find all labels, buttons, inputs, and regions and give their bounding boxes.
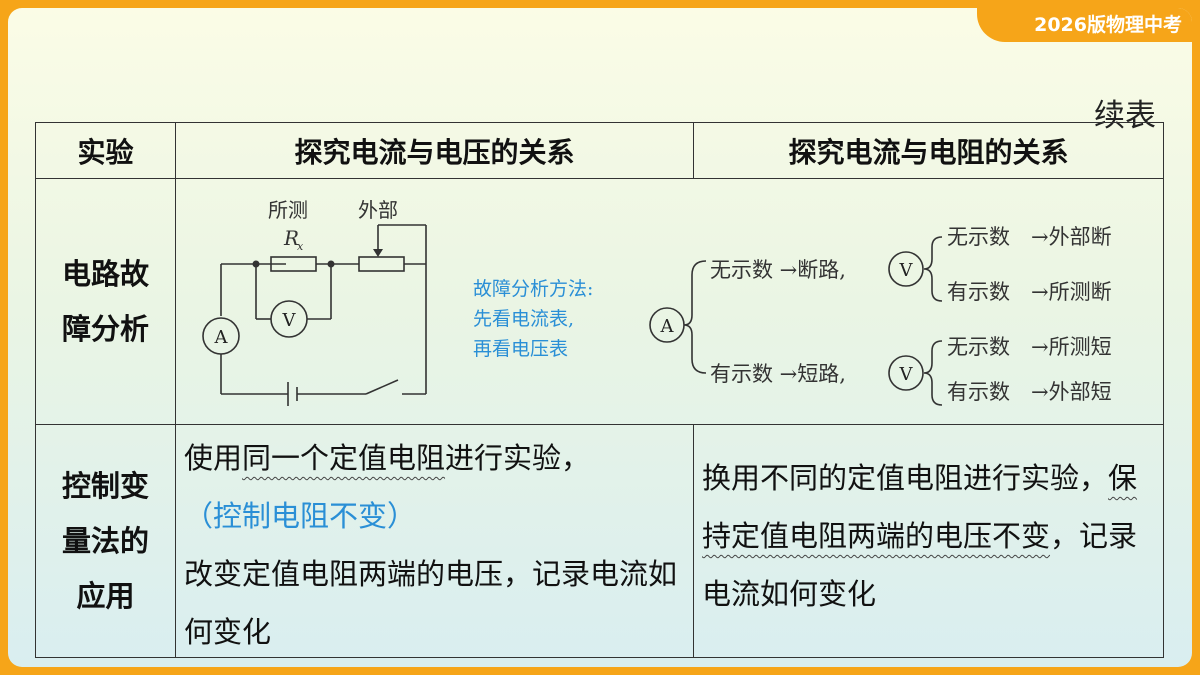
fault-decision-tree: A V V 无示数 →断路, 有示数 →短路, 无示数 →外部断 有示数 →所测… — [649, 225, 1112, 406]
text-run: 换用不同的定值电阻进行实验， — [702, 461, 1109, 495]
resistor-label: R — [283, 226, 299, 250]
tree-leaf: 有示数 →外部短 — [947, 380, 1112, 404]
header-experiment: 实验 — [35, 122, 176, 179]
tree-branch-open: 无示数 →断路, — [710, 258, 846, 282]
text-run: 进行实验， — [445, 441, 591, 475]
row-label-line: 应用 — [76, 578, 135, 613]
note-line: 先看电流表, — [473, 308, 575, 330]
label-measured: 所测 — [268, 198, 308, 222]
edition-badge: 2026版物理中考 — [977, 8, 1192, 42]
fault-analysis-cell: A V 所测 外部 R x 故障分析方法: 先看电流表, 再看电压表 A V — [175, 178, 1164, 425]
header-current-resistance: 探究电流与电阻的关系 — [693, 122, 1164, 179]
voltmeter-symbol: V — [282, 310, 297, 331]
tree-root-ammeter: A — [660, 316, 675, 337]
text-run: ，记录电流如何变化 — [702, 519, 1138, 611]
text-line: 使用同一个定值电阻进行实验， — [184, 429, 685, 487]
row-label-fault-analysis: 电路故 障分析 — [35, 178, 176, 425]
tree-leaf: 无示数 →所测短 — [947, 335, 1112, 359]
control-variable-resistance-cell: 换用不同的定值电阻进行实验，保持定值电阻两端的电压不变，记录电流如何变化 — [693, 424, 1164, 658]
row-label-line: 障分析 — [61, 311, 149, 346]
text-run: 使用 — [184, 441, 243, 475]
row-label-line: 量法的 — [61, 523, 149, 558]
handwritten-annotation: （控制电阻不变） — [184, 499, 417, 533]
tree-leaf: 有示数 →所测断 — [947, 280, 1112, 304]
experiment-table: 实验 探究电流与电压的关系 探究电流与电阻的关系 电路故 障分析 — [35, 122, 1164, 658]
emphasized-text: 保持定值电阻两端的电压不变 — [702, 461, 1138, 553]
row-label-line: 控制变 — [61, 468, 149, 503]
resistor-subscript: x — [297, 240, 304, 253]
handwritten-note: 故障分析方法: 先看电流表, 再看电压表 — [473, 274, 593, 364]
circuit-diagram: A V 所测 外部 R x — [202, 198, 427, 406]
note-line: 故障分析方法: — [473, 278, 594, 300]
note-line: 再看电压表 — [473, 338, 569, 360]
tree-voltmeter-1: V — [899, 260, 914, 281]
tree-leaf: 无示数 →外部断 — [947, 225, 1112, 249]
text-line: 改变定值电阻两端的电压，记录电流如何变化 — [184, 557, 678, 649]
header-current-voltage: 探究电流与电压的关系 — [175, 122, 694, 179]
label-external: 外部 — [358, 198, 398, 222]
emphasized-text: 同一个定值电阻 — [242, 441, 446, 475]
row-label-control-variable: 控制变 量法的 应用 — [35, 424, 176, 658]
continued-label: 续表 — [1094, 98, 1156, 134]
control-variable-voltage-cell: 使用同一个定值电阻进行实验， （控制电阻不变） 改变定值电阻两端的电压，记录电流… — [175, 424, 694, 658]
tree-branch-short: 有示数 →短路, — [710, 362, 846, 386]
row-label-line: 电路故 — [61, 256, 149, 291]
ammeter-symbol: A — [214, 327, 229, 348]
tree-voltmeter-2: V — [899, 364, 914, 385]
slide-background: 2026版物理中考 续表 — [8, 8, 1192, 667]
